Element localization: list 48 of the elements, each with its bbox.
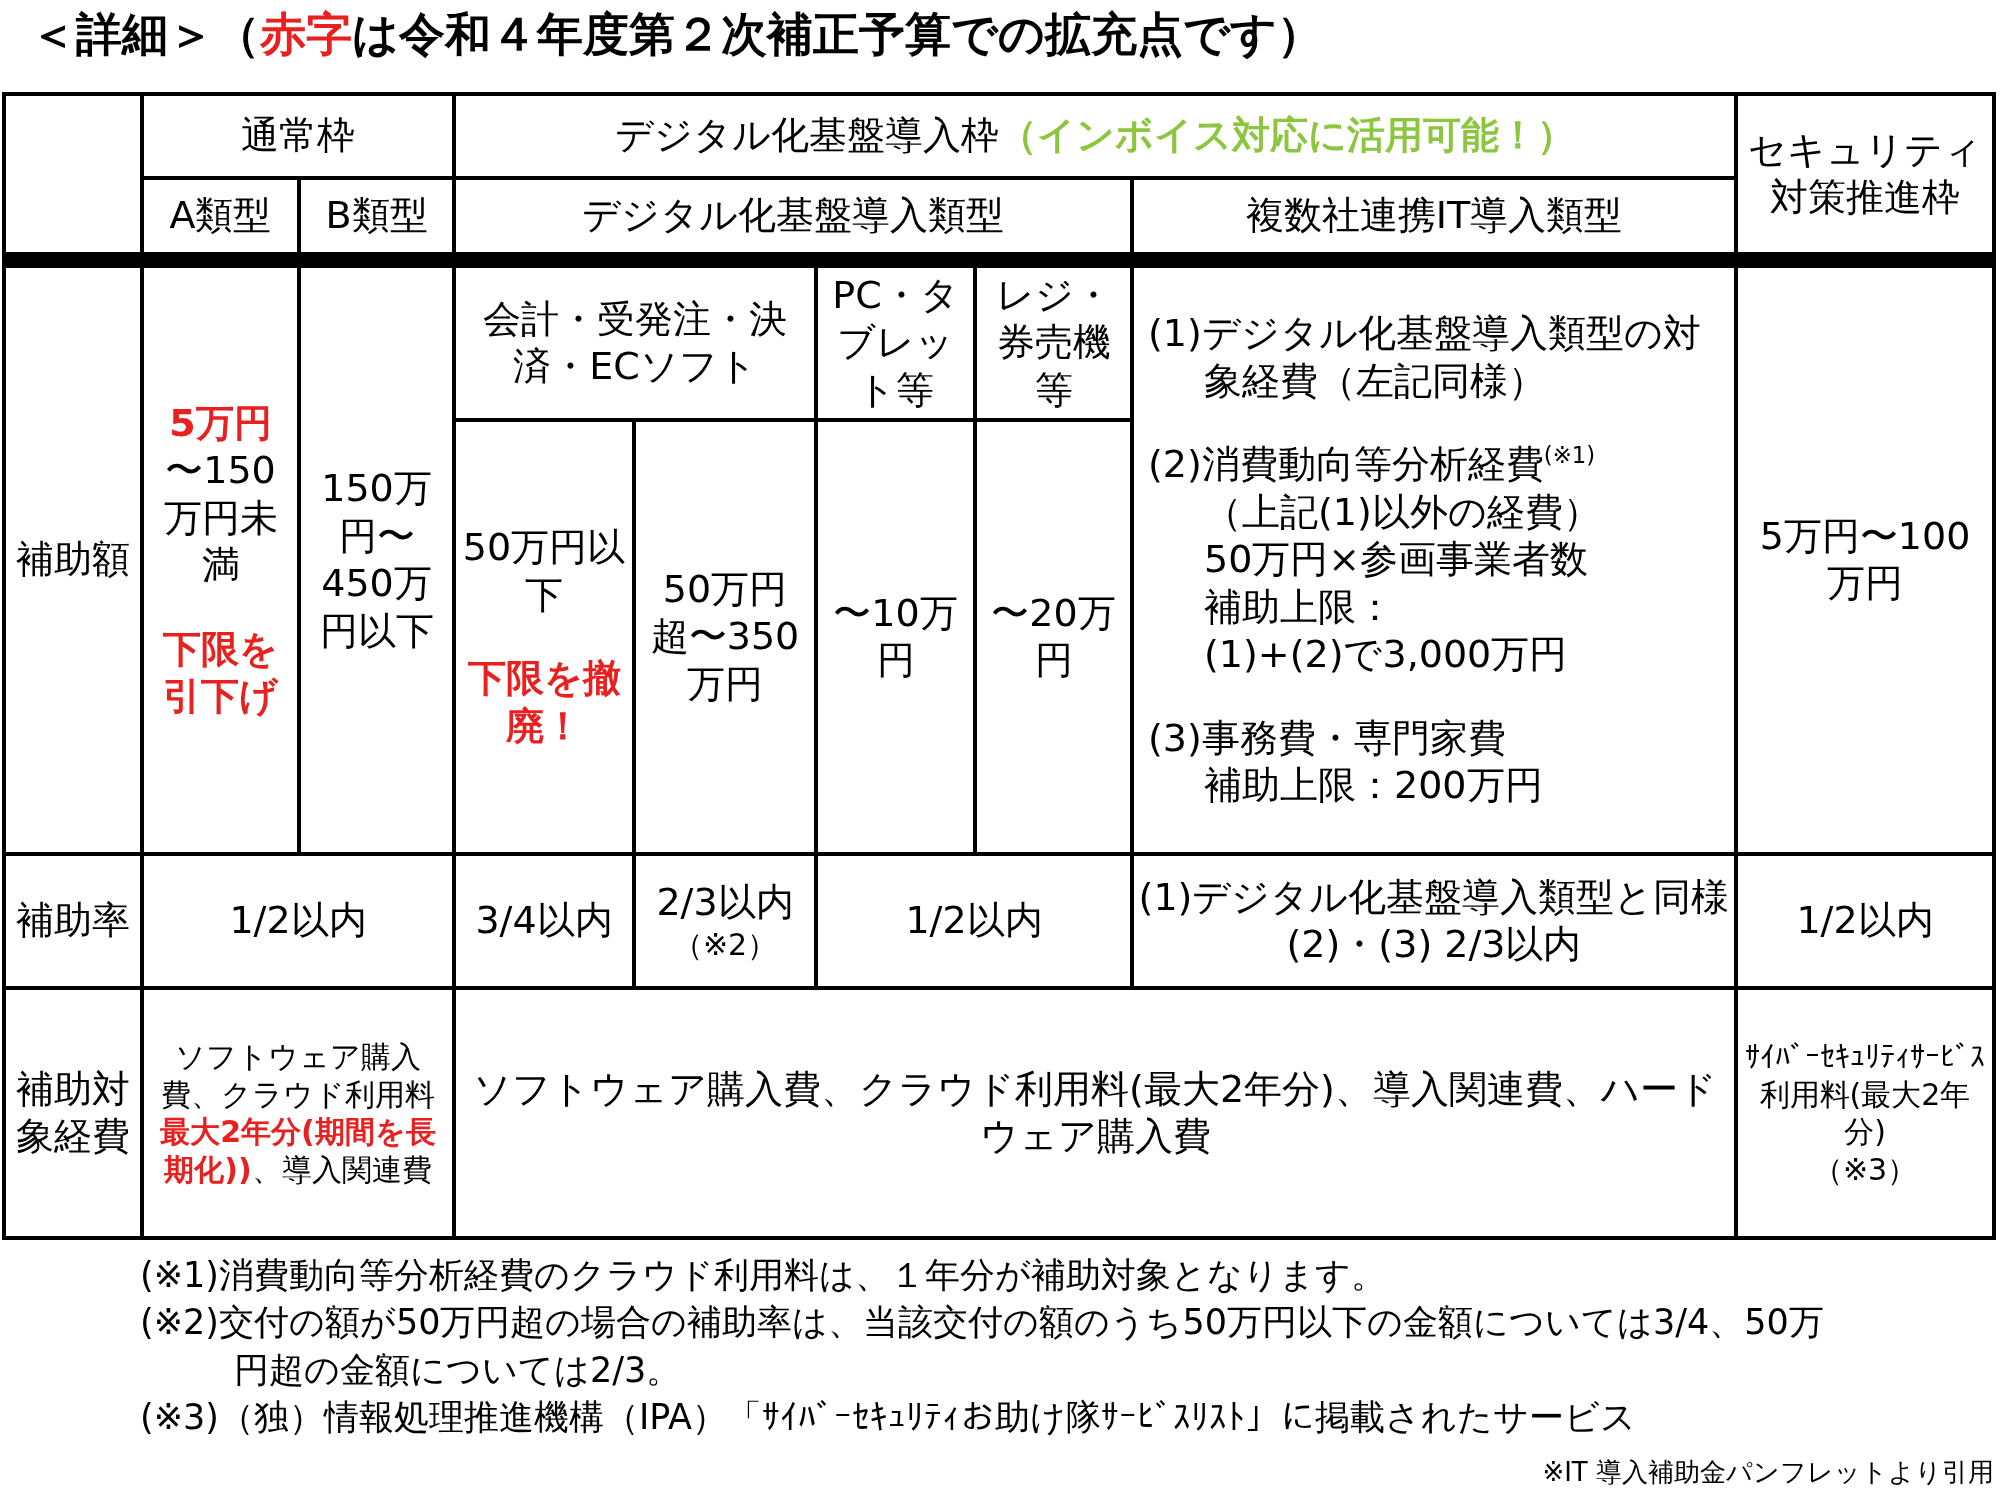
- footnote: (※3)（独）情報処理推進機構（IPA）「ｻｲﾊﾞｰｾｷｭﾘﾃｨお助け隊ｻｰﾋﾞｽﾘｽﾄ」に掲載されたサービス: [140, 1395, 1638, 1439]
- cell-text: 1/2以内: [905, 897, 1043, 945]
- cell-text: 1/2以内: [229, 897, 367, 945]
- cell-text: （上記(1)以外の経費）: [1203, 488, 1601, 536]
- column-header: 通常枠: [241, 112, 355, 160]
- cell-text: 〜10万円: [832, 589, 959, 684]
- cell-text: (1)デジタル化基盤導入類型の対象経費（左記同様）: [1148, 310, 1702, 405]
- cell-text: ソフトウェア購入費、クラウド利用料(最大2年分)、導入関連費、ハードウェア購入費: [472, 1065, 1718, 1160]
- title: ＜詳細＞（赤字は令和４年度第２次補正予算での拡充点です）: [30, 6, 1323, 63]
- cell-text: PC・タブレット等: [831, 271, 960, 414]
- column-header: セキュリティ対策推進枠: [1747, 126, 1983, 221]
- column-header: B類型: [325, 192, 428, 240]
- cell-text: （※2）: [672, 926, 778, 964]
- cell-text: 50万円以下: [461, 524, 627, 619]
- row-header: 補助対象経費: [15, 1065, 131, 1160]
- cell-text: 50万円超〜350万円: [649, 565, 801, 708]
- highlight-text: 5万円: [169, 399, 272, 447]
- column-header: デジタル化基盤導入枠（インボイス対応に活用可能！）: [615, 112, 1575, 160]
- cell-text: 会計・受発注・決済・ECソフト: [482, 295, 788, 390]
- cell-text: 150万円〜450万円以下: [318, 465, 435, 655]
- footnote: (※2)交付の額が50万円超の場合の補助率は、当該交付の額のうち50万円以下の金額については3/4、50万円超の金額については2/3。: [140, 1301, 1825, 1392]
- cell-text: 〜20万円: [990, 589, 1117, 684]
- cell-text: （※3）: [1812, 1150, 1918, 1188]
- cell-text: 補助上限：: [1203, 583, 1394, 631]
- cell-text: レジ・券売機等: [994, 271, 1113, 414]
- cell-text: 3/4以内: [475, 897, 613, 945]
- cell-text: (1)+(2)で3,000万円: [1203, 631, 1568, 679]
- column-header: A類型: [169, 192, 272, 240]
- cell-text: 5万円〜100万円: [1758, 512, 1972, 607]
- cell-text: 1/2以内: [1796, 897, 1934, 945]
- cell-text: 2/3以内: [656, 878, 794, 926]
- cell-text: (2)・(3) 2/3以内: [1286, 921, 1582, 968]
- cell-text: 〜150万円未満: [162, 447, 279, 589]
- column-header: 複数社連携IT導入類型: [1245, 192, 1623, 240]
- cell-text: (2)消費動向等分析経費$^{(※1)}$: [1148, 441, 1596, 489]
- column-header: デジタル化基盤導入類型: [582, 192, 1004, 240]
- cell-text: ソフトウェア購入費、クラウド利用料最大2年分(期間を長期化))、導入関連費: [159, 1038, 437, 1188]
- cell-text: ｻｲﾊﾞｰｾｷｭﾘﾃｨｻｰﾋﾞｽ利用料(最大2年分): [1744, 1038, 1986, 1151]
- source-note: ※IT 導入補助金パンフレットより引用: [1542, 1456, 1994, 1489]
- cell-text: 50万円×参画事業者数: [1203, 536, 1589, 584]
- cell-text: (3)事務費・専門家費: [1148, 714, 1506, 762]
- row-header: 補助率: [16, 897, 130, 945]
- row-header: 補助額: [16, 536, 130, 584]
- cell-text: 補助上限：200万円: [1203, 762, 1543, 810]
- highlight-text: 下限を撤廃！: [466, 655, 622, 750]
- highlight-text: 下限を引下げ: [162, 625, 280, 720]
- cell-text: (1)デジタル化基盤導入類型と同様: [1138, 873, 1730, 921]
- footnote: (※1)消費動向等分析経費のクラウド利用料は、１年分が補助対象となります。: [140, 1254, 1387, 1297]
